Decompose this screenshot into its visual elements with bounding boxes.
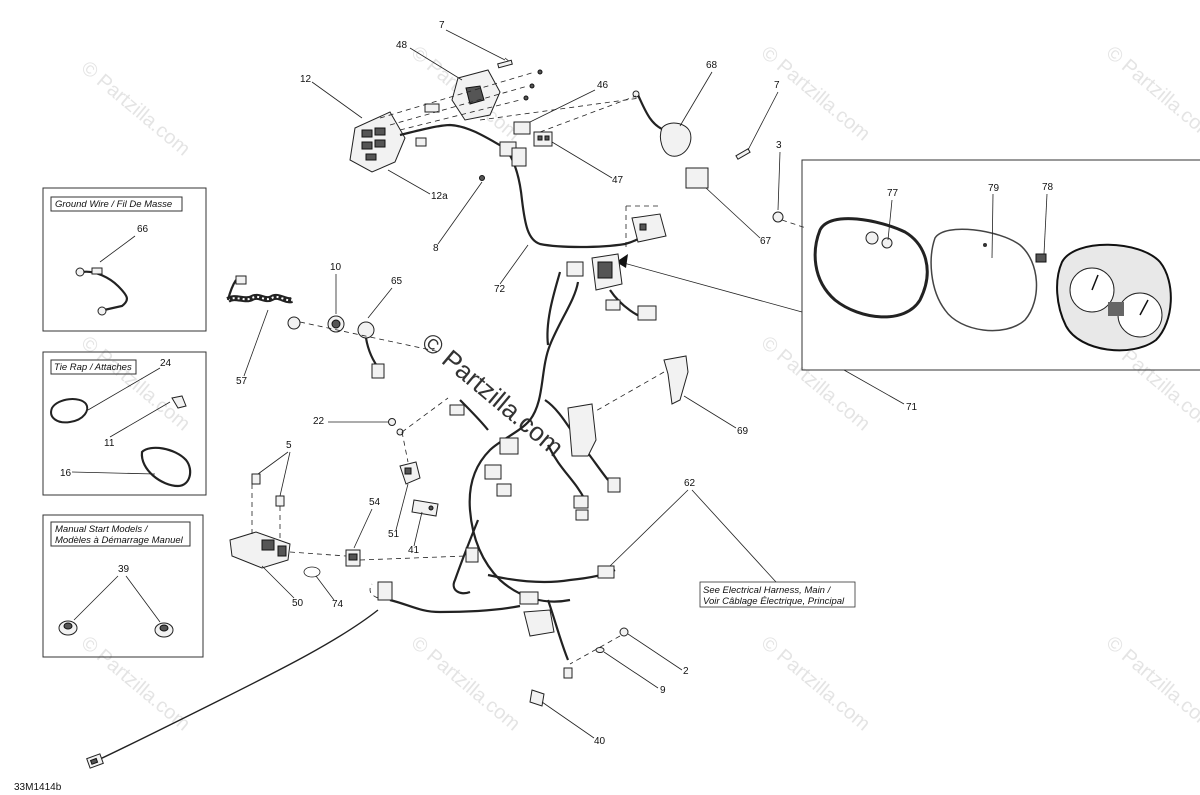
watermark: © Partzilla.com — [757, 42, 874, 145]
callout-label: 7 — [439, 20, 445, 31]
callout-label: 7 — [774, 80, 780, 91]
callout-label: 46 — [597, 80, 609, 91]
callout-label: 22 — [313, 416, 325, 427]
main-harness — [377, 253, 657, 679]
watermark: © Partzilla.com — [1102, 632, 1200, 735]
callout-label: 5 — [286, 440, 292, 451]
callout-label: 12 — [300, 74, 312, 85]
watermark: © Partzilla.com — [77, 632, 194, 735]
callout-label: 77 — [887, 188, 899, 199]
callout-label: 2 — [683, 666, 689, 677]
sensor-68 — [632, 90, 784, 223]
bezel-77 — [813, 217, 929, 319]
harness-upper-branch — [499, 141, 667, 249]
part-41 — [411, 499, 439, 517]
cluster-gauge — [1056, 243, 1172, 352]
part-54 — [345, 549, 361, 567]
callout-label: 79 — [988, 183, 1000, 194]
ground-wire-part — [75, 267, 128, 316]
watermark: © Partzilla.com — [77, 57, 194, 160]
plug-right — [154, 622, 174, 638]
callout-label: 3 — [776, 140, 782, 151]
coil-57 — [226, 275, 345, 333]
switch-assembly — [349, 57, 543, 181]
connector-46-47 — [513, 121, 553, 147]
callout-label: 69 — [737, 426, 749, 437]
callout-label: 54 — [369, 497, 381, 508]
callout-label: 57 — [236, 376, 248, 387]
watermark-layer: © Partzilla.com © Partzilla.com © Partzi… — [77, 42, 1200, 735]
note-line: See Electrical Harness, Main / — [703, 585, 832, 596]
callout-label: 8 — [433, 243, 439, 254]
note-line: Voir Câblage Électrique, Principal — [703, 596, 845, 607]
callout-label: 72 — [494, 284, 506, 295]
callout-label: 68 — [706, 60, 718, 71]
callout-label: 24 — [160, 358, 172, 369]
inset-tie-rap: Tie Rap / Attaches 24 11 16 — [42, 351, 207, 496]
watermark: © Partzilla.com — [757, 632, 874, 735]
watermark: © Partzilla.com — [77, 332, 194, 435]
callout-label: 71 — [906, 402, 918, 413]
callout-label: 47 — [612, 175, 624, 186]
note-box — [699, 581, 856, 608]
part-22 — [388, 418, 396, 426]
callout-label: 9 — [660, 685, 666, 696]
callout-label: 40 — [594, 736, 606, 747]
inset-title: Manual Start Models / — [55, 524, 149, 535]
inset-manual-start: Manual Start Models / Modèles à Démarrag… — [42, 514, 204, 658]
lower-lead — [86, 583, 379, 769]
part-5 — [251, 473, 285, 507]
callout-label: 12a — [431, 191, 448, 202]
callout-label: 65 — [391, 276, 403, 287]
callout-label: 11 — [104, 438, 115, 449]
callout-label: 66 — [137, 224, 149, 235]
part-69 — [663, 355, 689, 405]
callout-label: 50 — [292, 598, 304, 609]
callout-label: 62 — [684, 478, 696, 489]
watermark: © Partzilla.com — [407, 632, 524, 735]
plug-left — [58, 620, 78, 636]
inset-ground-wire: Ground Wire / Fil De Masse 66 — [42, 187, 207, 332]
callout-label: 10 — [330, 262, 342, 273]
callout-label: 67 — [760, 236, 772, 247]
fasteners — [529, 627, 629, 707]
part-22b — [396, 428, 404, 436]
callout-label: 41 — [408, 545, 420, 556]
part-51 — [399, 461, 421, 485]
part-74 — [303, 566, 321, 578]
callout-label: 78 — [1042, 182, 1054, 193]
watermark-center: © Partzilla.com — [416, 327, 569, 463]
callout-label: 39 — [118, 564, 130, 575]
watermark: © Partzilla.com — [757, 332, 874, 435]
inset-title: Tie Rap / Attaches — [54, 362, 132, 373]
inset-title: Ground Wire / Fil De Masse — [55, 199, 172, 210]
watermark: © Partzilla.com — [1102, 42, 1200, 145]
callout-label: 51 — [388, 529, 400, 540]
sensor-65 — [357, 321, 385, 379]
gauge-cluster-box — [616, 159, 1200, 371]
callout-label: 48 — [396, 40, 408, 51]
callout-label: 16 — [60, 468, 72, 479]
lens-79 — [930, 228, 1038, 332]
inset-title: Modèles à Démarrage Manuel — [55, 535, 184, 546]
module-50 — [229, 531, 291, 569]
diagram-code: 33M1414b — [14, 782, 62, 793]
callout-label: 74 — [332, 599, 344, 610]
